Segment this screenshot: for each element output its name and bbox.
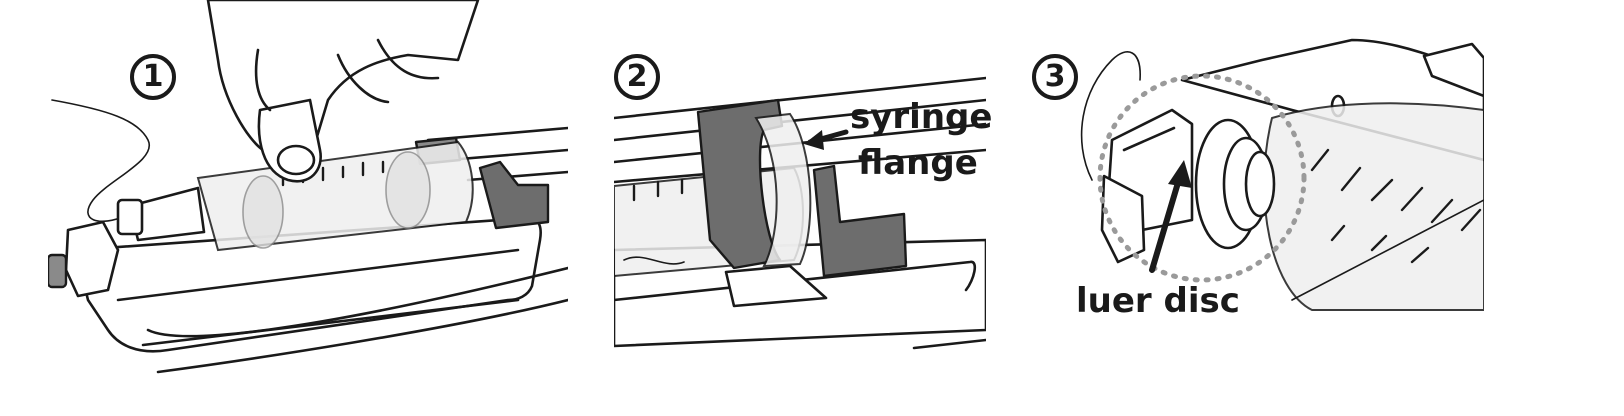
step-number: 1 — [142, 59, 164, 94]
pump-tray — [74, 216, 542, 353]
flange-arrow — [804, 130, 824, 150]
flange-label: flange — [858, 143, 978, 183]
step-number-badge: 3 — [1032, 54, 1078, 100]
step-2-illustration — [614, 76, 986, 350]
step-2-panel: 2 syringe flange — [614, 0, 992, 416]
syringe-flange — [754, 112, 812, 268]
luer-disc-arrow — [1168, 160, 1192, 188]
luer-disc-label: luer disc — [1076, 281, 1240, 321]
highlight-circle — [1097, 73, 1307, 283]
step-number: 2 — [626, 59, 648, 94]
step-number-badge: 1 — [130, 54, 176, 100]
step-number: 3 — [1044, 59, 1066, 94]
step-3-illustration — [1080, 38, 1484, 311]
step-3-panel: 3 luer disc — [1032, 0, 1484, 416]
syringe-barrel — [1263, 102, 1484, 311]
plunger-holder — [478, 160, 550, 230]
step-1-illustration — [48, 0, 568, 374]
step-1-panel: 1 — [48, 0, 568, 416]
syringe-label: syringe — [850, 97, 993, 137]
syringe-clamp — [812, 164, 908, 278]
step-number-badge: 2 — [614, 54, 660, 100]
tubing — [51, 99, 151, 223]
left-clamp — [64, 220, 120, 298]
